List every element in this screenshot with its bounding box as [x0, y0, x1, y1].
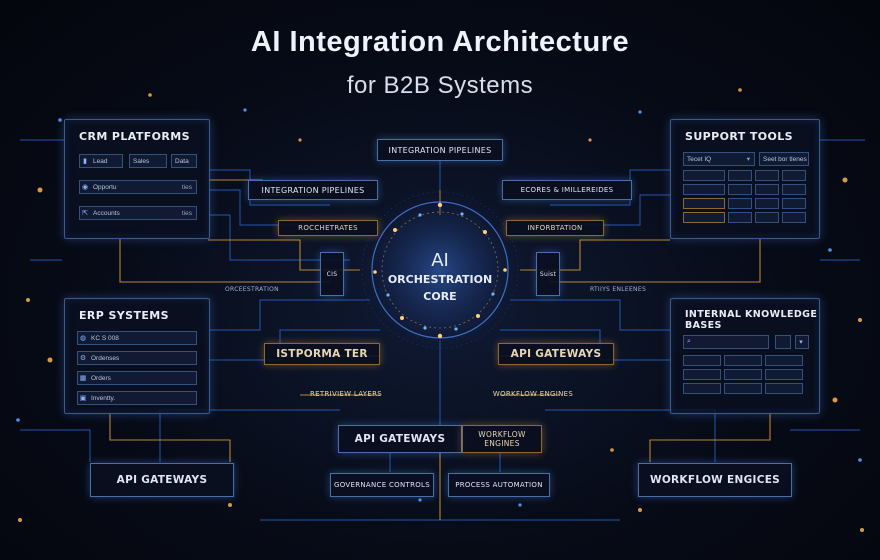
erp-row-code[interactable]: ◍KC S 008	[77, 331, 197, 345]
api-gateways-mid-box: API GATEWAYS	[498, 343, 614, 365]
crm-panel-title: CRM PLATFORMS	[79, 130, 190, 143]
istporma-ter-box: ISTPORMA TER	[264, 343, 380, 365]
erp-row-inventory[interactable]: ▣Inventty.	[77, 391, 197, 405]
support-search-field[interactable]: Seet bor tlenes	[759, 152, 809, 166]
erp-row-orders[interactable]: ▦Orders	[77, 371, 197, 385]
support-ticket-grid	[683, 170, 809, 223]
erp-systems-panel: ERP SYSTEMS ◍KC S 008 ⚙Ordenses ▦Orders …	[64, 298, 210, 414]
support-panel-title: SUPPORT TOOLS	[685, 130, 793, 143]
crm-tab-data[interactable]: Data	[171, 154, 197, 168]
knowledge-grid	[683, 355, 809, 394]
crm-tab-lead[interactable]: ▮Lead	[79, 154, 123, 168]
knowledge-panel-title: INTERNAL KNOWLEDGE BASES	[685, 309, 818, 331]
workflow-engines-center-box: WORKFLOW ENGINES	[462, 425, 542, 453]
search-icon: ⌕	[687, 338, 691, 345]
core-label-core: CORE	[423, 290, 457, 303]
workflow-engines-bottom-right-box: WORKFLOW ENGICES	[638, 463, 792, 497]
right-small-label: RTIIYS ENLEENES	[589, 285, 647, 293]
integration-pipelines-left: INTEGRATION PIPELINES	[248, 180, 378, 200]
disc-icon: ◍	[79, 335, 87, 342]
api-gateways-center-box: API GATEWAYS	[338, 425, 462, 453]
integration-pipelines-top: INTEGRATION PIPELINES	[377, 139, 503, 161]
grid-icon: ▦	[79, 375, 87, 382]
core-label-ai: AI	[431, 250, 449, 271]
governance-controls-box: GOVERNANCE CONTROLS	[330, 473, 434, 497]
page-title: AI Integration Architecture	[250, 26, 630, 58]
user-icon: ◉	[81, 184, 89, 191]
erp-row-ordenses[interactable]: ⚙Ordenses	[77, 351, 197, 365]
gear-icon: ⚙	[79, 355, 87, 362]
small-right-tag: Suist	[536, 252, 560, 296]
knowledge-expand-button[interactable]: ▾	[795, 335, 809, 349]
box-icon: ▣	[79, 395, 87, 402]
retrieval-layers-label: RETRIVIEW LAYERS	[309, 390, 383, 398]
page-subtitle: for B2B Systems	[346, 72, 534, 99]
chart-icon: ▮	[83, 158, 87, 165]
support-ticket-field[interactable]: Tecet IQ▾	[683, 152, 755, 166]
chevron-down-icon: ▾	[799, 339, 803, 346]
crm-tab-sales[interactable]: Sales	[129, 154, 167, 168]
workflow-engines-mid-label: WORKFLOW ENGINES	[492, 390, 574, 398]
orchestrates-label: ROCCHETRATES	[278, 220, 378, 236]
core-label-orchestration: ORCHESTRATION	[387, 273, 493, 286]
knowledge-action-button[interactable]	[775, 335, 791, 349]
orchestration-small-label: ORCEESTRATION	[225, 285, 279, 293]
process-automation-box: PROCESS AUTOMATION	[448, 473, 550, 497]
erp-panel-title: ERP SYSTEMS	[79, 309, 169, 322]
information-label: INFORBTATION	[506, 220, 604, 236]
chevron-down-icon: ▾	[746, 156, 750, 163]
knowledge-bases-panel: INTERNAL KNOWLEDGE BASES ⌕ ▾	[670, 298, 820, 414]
knowledge-search-input[interactable]: ⌕	[683, 335, 769, 349]
small-left-tag: CIS	[320, 252, 344, 296]
api-gateways-bottom-left-box: API GATEWAYS	[90, 463, 234, 497]
pipelines-right-label: ECORES & IMILLEREIDES	[502, 180, 632, 200]
accounts-icon: ⇱	[82, 210, 88, 217]
support-tools-panel: SUPPORT TOOLS Tecet IQ▾ Seet bor tlenes	[670, 119, 820, 239]
